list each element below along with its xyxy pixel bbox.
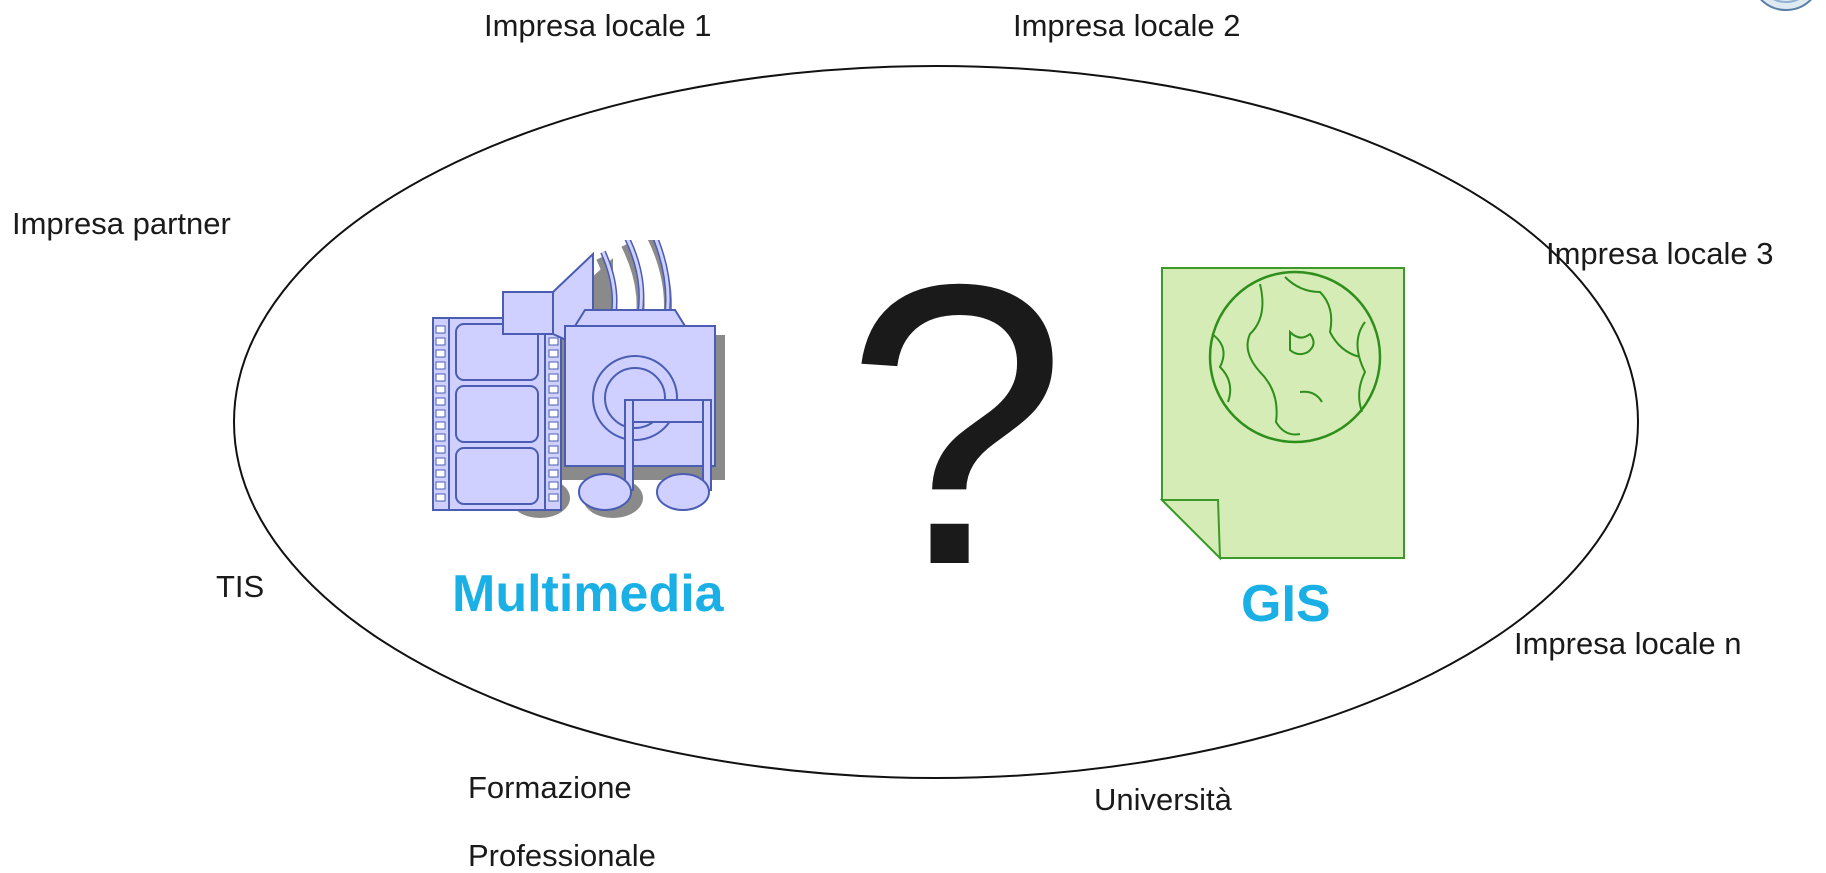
label-professionale: Professionale — [468, 838, 656, 873]
label-formazione: Formazione — [468, 770, 632, 805]
label-impresa-partner: Impresa partner — [12, 206, 231, 241]
globe-badge-icon — [1760, 0, 1812, 11]
label-impresa-locale-3: Impresa locale 3 — [1546, 236, 1774, 271]
film-speaker-camera-music-icon — [432, 240, 725, 518]
label-universita: Università — [1094, 782, 1232, 817]
title-gis: GIS — [1241, 575, 1331, 633]
title-multimedia: Multimedia — [452, 565, 724, 623]
label-impresa-locale-2: Impresa locale 2 — [1013, 8, 1241, 43]
label-impresa-locale-1: Impresa locale 1 — [484, 8, 712, 43]
label-tis: TIS — [216, 569, 265, 604]
globe-document-icon — [1159, 267, 1405, 561]
label-impresa-locale-n: Impresa locale n — [1514, 626, 1742, 661]
question-mark: ? — [845, 201, 1068, 648]
